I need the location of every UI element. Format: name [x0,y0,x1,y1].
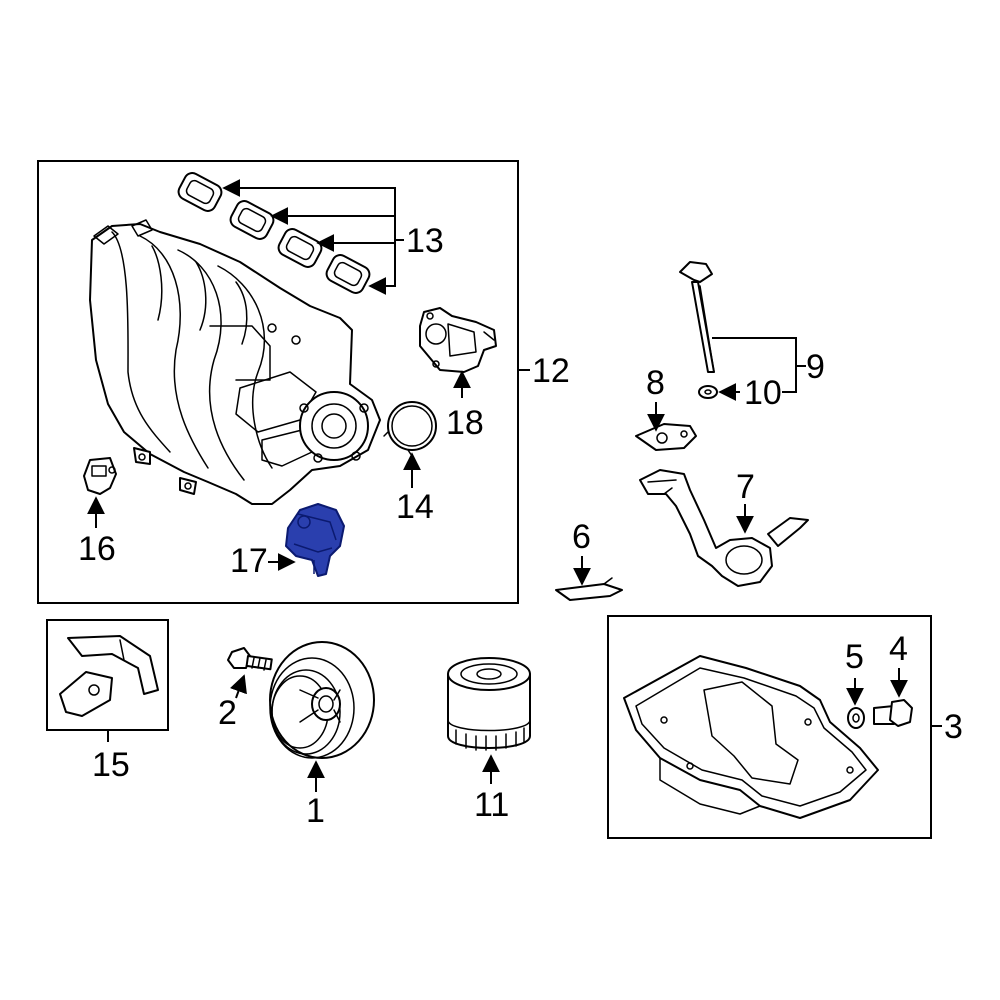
callout-18: 18 [446,404,484,442]
dipstick-o-ring[interactable] [698,385,718,399]
callout-16: 16 [78,530,116,568]
callout-6: 6 [572,518,591,556]
callout-13: 13 [406,222,444,260]
callout-3: 3 [944,708,963,746]
purge-valve-highlighted[interactable] [285,503,345,577]
callout-7: 7 [736,468,755,506]
pulley-bolt[interactable] [227,647,273,671]
brackets[interactable] [59,635,159,717]
throttle-gasket[interactable] [383,401,437,457]
intake-manifold[interactable] [89,219,381,505]
callout-4: 4 [889,630,908,668]
clip[interactable] [555,577,623,601]
crankshaft-pulley[interactable] [269,641,375,759]
callout-14: 14 [396,488,434,526]
pickup-gasket[interactable] [635,423,697,451]
drain-washer[interactable] [847,707,865,729]
oil-filter[interactable] [447,657,531,751]
callout-8: 8 [646,364,665,402]
callout-labels: 13 12 18 14 16 17 15 2 1 11 6 7 8 9 10 3… [78,222,963,830]
callout-5: 5 [845,638,864,676]
dipstick[interactable] [679,261,715,373]
callout-12: 12 [532,352,570,390]
callout-9: 9 [806,348,825,386]
callout-10: 10 [744,374,782,412]
leaders [87,179,942,792]
intake-actuator[interactable] [419,307,497,373]
map-sensor[interactable] [83,457,117,495]
oil-pan[interactable] [623,655,879,819]
oil-pickup-tube[interactable] [639,469,809,587]
intake-group-frame [37,160,519,604]
callout-17: 17 [230,542,268,580]
callout-15: 15 [92,746,130,784]
callout-11: 11 [474,786,509,824]
drain-plug[interactable] [873,699,913,727]
callout-2: 2 [218,694,237,732]
intake-gaskets[interactable] [176,170,372,296]
callout-1: 1 [306,792,325,830]
